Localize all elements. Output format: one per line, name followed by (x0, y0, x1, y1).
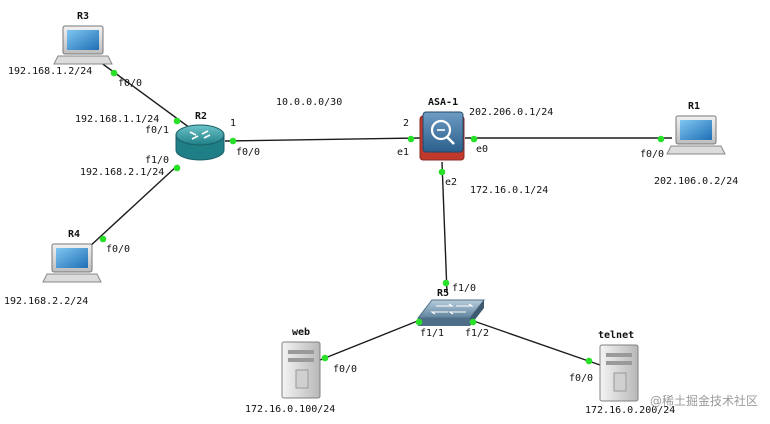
ip-label-asa-e0: 202.206.0.1/24 (469, 107, 553, 118)
port-dot-telnet-f00 (585, 357, 593, 365)
network-label-link: 10.0.0.0/30 (276, 97, 342, 108)
port-dot-r2-f01 (173, 117, 181, 125)
port-label-web-f00: f0/0 (333, 364, 357, 375)
device-name-r3: R3 (77, 11, 89, 22)
port-dot-asa-e2 (438, 168, 446, 176)
device-name-telnet: telnet (598, 330, 634, 341)
port-label-asa-side: 2 (403, 118, 409, 129)
pc-icon (42, 243, 102, 283)
ip-label-r1: 202.106.0.2/24 (654, 176, 738, 187)
pc-icon (53, 25, 113, 65)
device-name-web: web (292, 327, 310, 338)
pc-r3[interactable]: R3 192.168.1.2/24 (8, 11, 113, 77)
device-name-asa: ASA-1 (428, 97, 458, 108)
port-dot-sw-f11 (415, 318, 423, 326)
ip-label-telnet: 172.16.0.200/24 (585, 405, 675, 416)
port-label-r2-f00: f0/0 (236, 147, 260, 158)
link-r2-r4 (87, 164, 179, 249)
port-dot-sw-f12 (469, 318, 477, 326)
device-name-sw: R5 (437, 288, 449, 299)
port-label-r4-f00: f0/0 (106, 244, 130, 255)
server-icon (281, 341, 321, 399)
port-markers (99, 69, 665, 365)
device-name-r1: R1 (688, 101, 700, 112)
port-dot-r2-f10 (173, 164, 181, 172)
port-label-sw-f10: f1/0 (452, 283, 476, 294)
router-r2[interactable]: R2 (175, 111, 225, 161)
port-label-sw-f12: f1/2 (465, 328, 489, 339)
firewall-icon (419, 111, 465, 161)
port-label-sw-f11: f1/1 (420, 328, 444, 339)
device-name-r2: R2 (195, 111, 207, 122)
link-asa-switch (441, 161, 448, 294)
port-label-r3-f00: f0/0 (118, 78, 142, 89)
router-icon (175, 124, 225, 161)
ip-label-web: 172.16.0.100/24 (245, 404, 335, 415)
port-label-r2-side: 1 (230, 118, 236, 129)
ip-label-r3: 192.168.1.2/24 (8, 66, 92, 77)
ip-label-r2-f01: 192.168.1.1/24 (75, 114, 159, 125)
port-labels: f0/0 192.168.1.1/24 f0/1 f1/0 192.168.2.… (75, 78, 664, 384)
port-label-asa-e0: e0 (476, 144, 488, 155)
pc-icon (666, 115, 726, 155)
port-label-asa-e1: e1 (397, 147, 409, 158)
link-switch-telnet (464, 317, 601, 366)
pc-r1[interactable]: R1 202.106.0.2/24 (654, 101, 738, 187)
port-dot-r3-f00 (110, 69, 118, 77)
port-dot-asa-e0 (470, 135, 478, 143)
ip-label-r2-f10: 192.168.2.1/24 (80, 167, 164, 178)
port-dot-r2-f00 (229, 137, 237, 145)
server-icon (599, 344, 639, 402)
ip-label-r4: 192.168.2.2/24 (4, 296, 88, 307)
port-dot-r1-f00 (657, 135, 665, 143)
link-switch-web (314, 317, 426, 363)
port-dot-sw-f10 (442, 279, 450, 287)
link-r2-asa (224, 137, 421, 142)
pc-r4[interactable]: R4 192.168.2.2/24 (4, 229, 102, 307)
port-dot-asa-e1 (407, 135, 415, 143)
ip-label-asa-e2: 172.16.0.1/24 (470, 185, 548, 196)
device-name-r4: R4 (68, 229, 80, 240)
port-label-asa-e2: e2 (445, 177, 457, 188)
server-telnet[interactable]: telnet 172.16.0.200/24 (585, 330, 675, 416)
port-label-telnet-f00: f0/0 (569, 373, 593, 384)
links (87, 61, 672, 366)
port-dot-r4-f00 (99, 235, 107, 243)
watermark: @稀土掘金技术社区 (650, 393, 758, 408)
port-label-r2-f10: f1/0 (145, 155, 169, 166)
server-web[interactable]: web 172.16.0.100/24 (245, 327, 335, 415)
firewall-asa-1[interactable]: ASA-1 (419, 97, 465, 161)
port-dot-web-f00 (321, 354, 329, 362)
port-label-r1-f00: f0/0 (640, 149, 664, 160)
port-label-r2-f01: f0/1 (145, 125, 169, 136)
